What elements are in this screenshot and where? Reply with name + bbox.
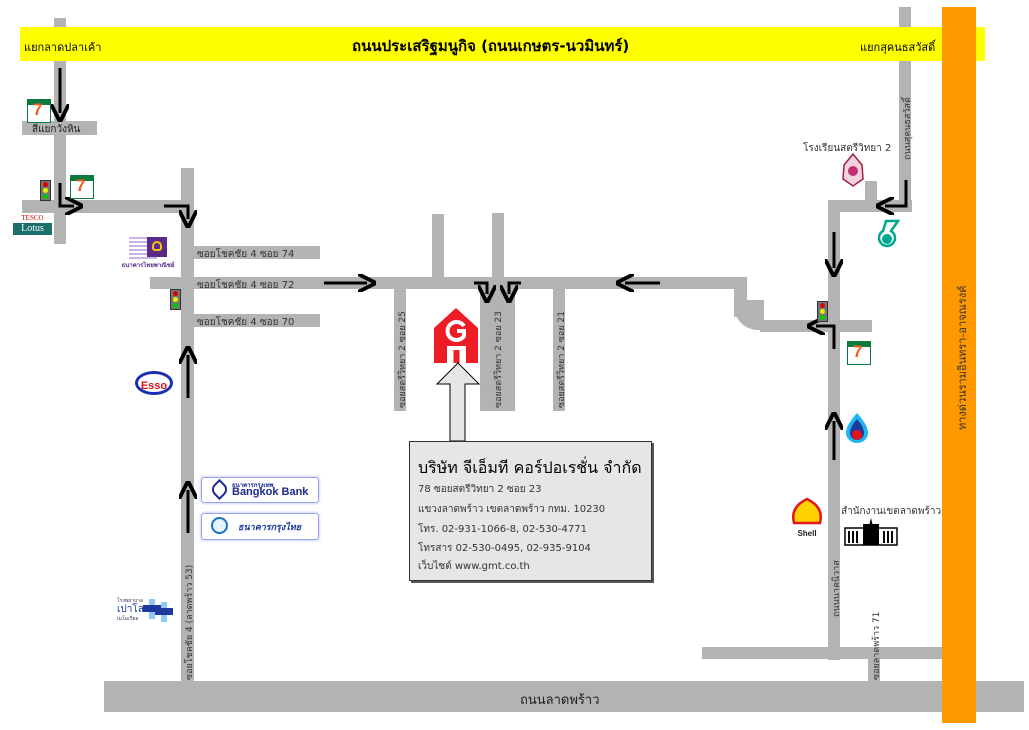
district-office-building-icon <box>844 518 898 546</box>
arrow-turn-left-curve <box>816 326 836 349</box>
seven-eleven-icon: 7 <box>27 99 51 123</box>
traffic-light-icon <box>817 301 828 322</box>
road-wanghin <box>22 121 97 135</box>
arrow-down-sukhonthasawat <box>885 180 908 206</box>
road-soi72 <box>150 277 740 289</box>
scb-logo: ธนาคารไทยพาณิชย์ <box>117 237 179 270</box>
arrow-turn-down-soi <box>164 204 188 219</box>
krungthai-bank-logo: ธนาคารกรุงไทย <box>201 513 319 540</box>
road-connector-top <box>22 200 192 213</box>
seven-eleven-icon: 7 <box>70 175 94 199</box>
road-school-stub <box>865 181 877 201</box>
road-soi25 <box>394 289 406 411</box>
shell-logo: Shell <box>790 497 824 538</box>
soi74-label: ซอยโชคชัย 4 ซอย 74 <box>197 249 295 260</box>
arrow-turn-right-top <box>58 183 74 206</box>
arrow-turn-soi23-left <box>474 281 487 294</box>
road-laplakao-top <box>54 18 66 27</box>
company-address-line1: 78 ซอยสตรีวิทยา 2 ซอย 23 <box>418 484 542 495</box>
main-road-title: ถนนประเสริฐมนูกิจ (ถนนเกษตร-นวมินทร์) <box>352 37 630 55</box>
company-website[interactable]: เว็บไซต์ www.gmt.co.th <box>418 561 530 572</box>
esso-logo: Esso <box>135 371 173 395</box>
company-address-line2: แขวงลาดพร้าว เขตลาดพร้าว กทม. 10230 <box>418 504 606 515</box>
wanghin-label: สี่แยกวังหิน <box>32 124 81 135</box>
school-emblem-icon <box>842 153 864 187</box>
road-soi74 <box>194 246 320 259</box>
company-phone: โทร. 02-931-1066-8, 02-530-4771 <box>418 524 587 535</box>
laplakao-junction-label: แยกลาดปลาเค้า <box>24 41 102 54</box>
bangkok-bank-logo: ธนาคารกรุงเทพ Bangkok Bank <box>201 477 319 503</box>
gmt-logo <box>434 308 478 363</box>
ladprao-road-label: ถนนลาดพร้าว <box>520 693 600 708</box>
soi72-label: ซอยโชคชัย 4 ซอย 72 <box>197 280 295 291</box>
road-chokchai4 <box>181 168 194 685</box>
road-stub-1 <box>432 214 444 277</box>
tesco-lotus-logo: TESCO Lotus <box>13 214 52 236</box>
petronas-logo <box>878 219 900 248</box>
road-stub-2 <box>492 213 504 277</box>
paolo-hospital-logo: โรงพยาบาล เปาโล เมโมเรียล <box>115 595 179 625</box>
company-info-box: บริษัท จีเอ็มที คอร์ปอเรชั่น จำกัด 78 ซอ… <box>409 441 652 581</box>
road-soi70 <box>194 314 320 327</box>
soi70-label: ซอยโชคชัย 4 ซอย 70 <box>197 317 295 328</box>
district-office-label: สำนักงานเขตลาดพร้าว <box>841 506 942 517</box>
traffic-light-icon <box>170 289 181 310</box>
road-ladprao71 <box>868 659 880 681</box>
road-soi21 <box>553 289 565 411</box>
road-ladprao <box>104 681 1024 712</box>
company-name: บริษัท จีเอ็มที คอร์ปอเรชั่น จำกัด <box>418 458 642 477</box>
ptt-logo <box>846 413 868 443</box>
location-pointer-arrow <box>435 362 481 442</box>
company-fax: โทรสาร 02-530-0495, 02-935-9104 <box>418 543 591 554</box>
sukhonthasawat-junction-label: แยกสุคนธสวัสดิ์ <box>860 41 936 54</box>
expressway <box>942 7 976 723</box>
road-soi23 <box>480 289 515 411</box>
road-lower-horizontal <box>702 647 947 659</box>
arrow-turn-soi23-right <box>509 281 521 294</box>
seven-eleven-icon: 7 <box>847 341 871 365</box>
main-road-band <box>20 27 985 61</box>
traffic-light-icon <box>40 180 51 201</box>
school-label: โรงเรียนสตรีวิทยา 2 <box>803 143 892 154</box>
